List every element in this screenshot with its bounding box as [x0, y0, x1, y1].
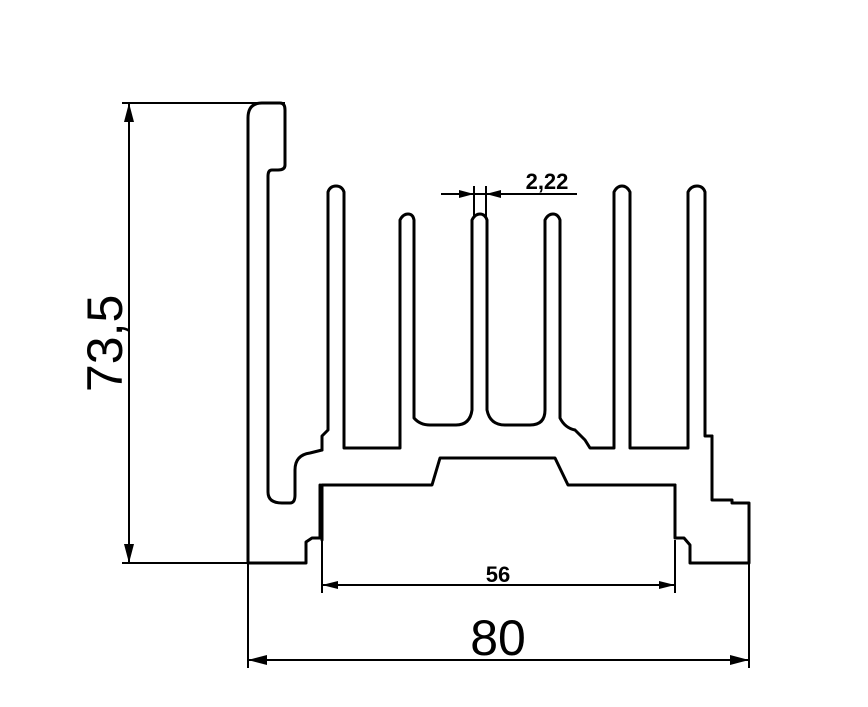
width-dimension-label: 80	[470, 610, 526, 666]
dimension-fin-thickness: 2,22	[441, 169, 577, 218]
fin-arrow-left	[459, 190, 474, 198]
dimension-base-inner: 56	[321, 540, 676, 593]
base-bottom	[320, 456, 677, 542]
right-wall	[673, 434, 751, 565]
width-arrow-left	[248, 655, 267, 665]
base-dimension-label: 56	[486, 562, 510, 587]
fin-dimension-label: 2,22	[526, 169, 569, 194]
width-arrow-right	[730, 655, 749, 665]
dimension-width: 80	[247, 563, 750, 668]
base-arrow-left	[322, 581, 338, 589]
dimension-height: 73,5	[77, 102, 285, 564]
fin-arrow-right	[486, 190, 501, 198]
height-arrow-bottom	[124, 544, 134, 563]
left-wall	[246, 101, 324, 565]
base-arrow-right	[659, 581, 675, 589]
height-arrow-top	[124, 103, 134, 122]
base-plate-top	[320, 184, 714, 452]
height-dimension-label: 73,5	[77, 295, 133, 392]
heatsink-profile	[246, 101, 751, 565]
left-foot	[246, 498, 322, 565]
